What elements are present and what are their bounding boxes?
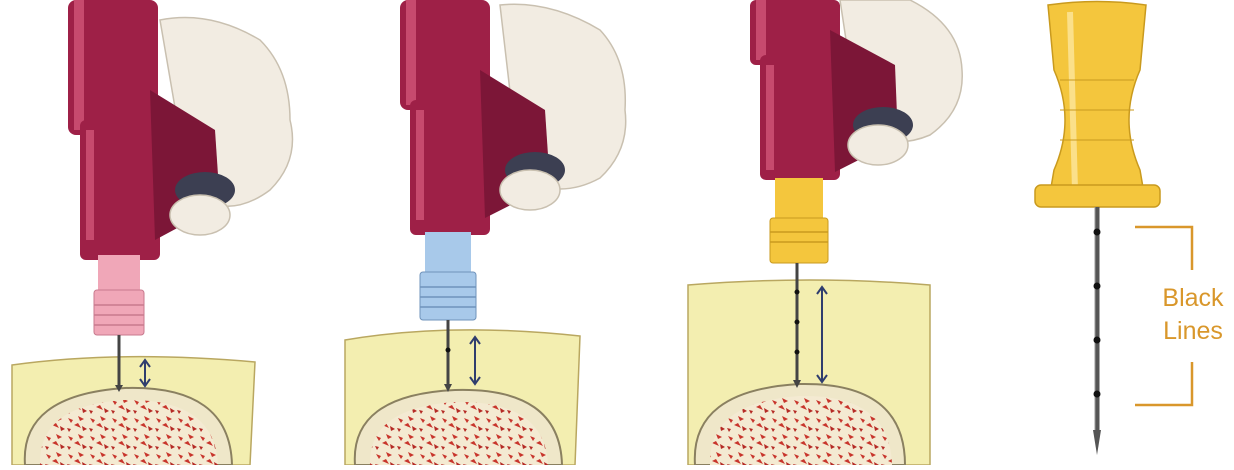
drill-driver-icon [750,0,962,180]
panel-4 [1035,2,1192,456]
panel-2 [345,0,626,465]
black-lines-label-line2: Lines [1138,316,1234,346]
drill-driver-icon [400,0,626,235]
blue-needle-hub [420,232,476,320]
panel-3 [688,0,962,465]
black-lines-label-line1: Black [1138,283,1234,313]
drill-driver-icon [68,0,293,260]
panel-1 [12,0,293,465]
pink-needle-hub [94,255,144,335]
yellow-needle-hub [770,178,828,263]
